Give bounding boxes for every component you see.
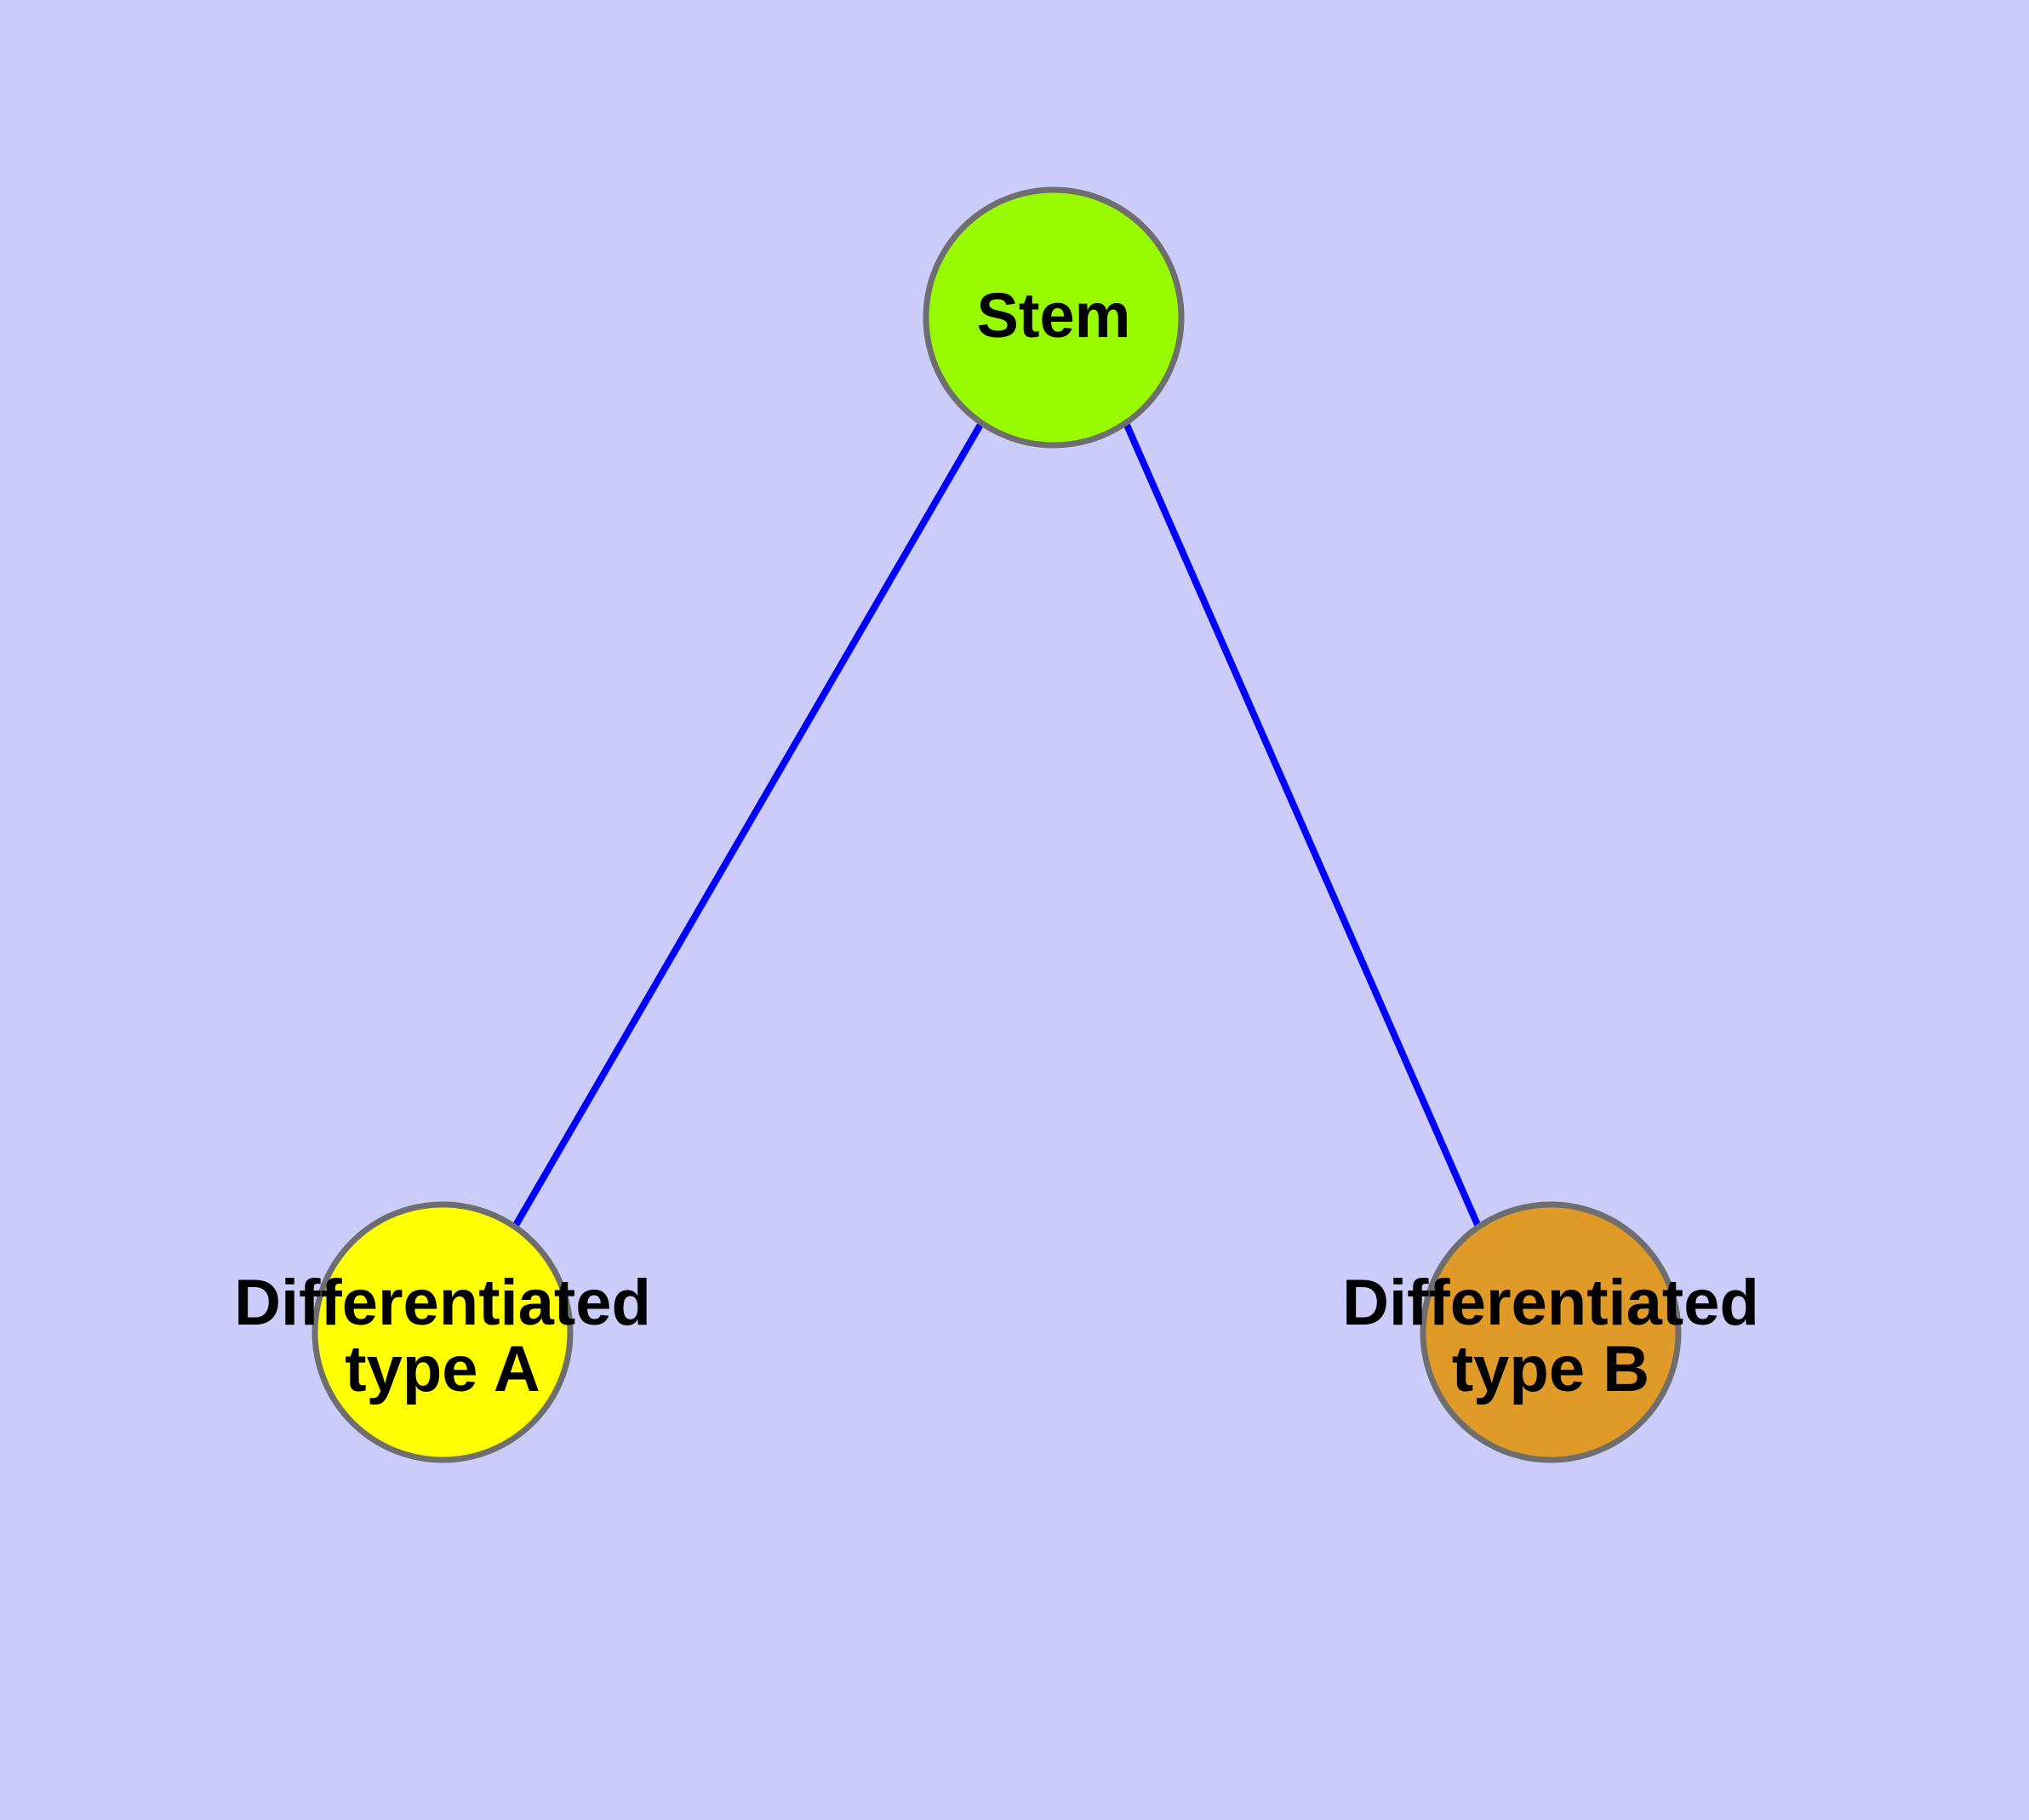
edge-stem-to-differentiated-type-b[interactable] <box>1123 421 1482 1228</box>
edge-layer <box>512 421 1482 1229</box>
node-differentiated-type-a[interactable] <box>311 1201 574 1463</box>
node-stem[interactable] <box>923 186 1185 449</box>
node-differentiated-type-b[interactable] <box>1420 1201 1682 1463</box>
edge-stem-to-differentiated-type-a[interactable] <box>512 421 985 1229</box>
node-layer <box>311 186 1682 1463</box>
